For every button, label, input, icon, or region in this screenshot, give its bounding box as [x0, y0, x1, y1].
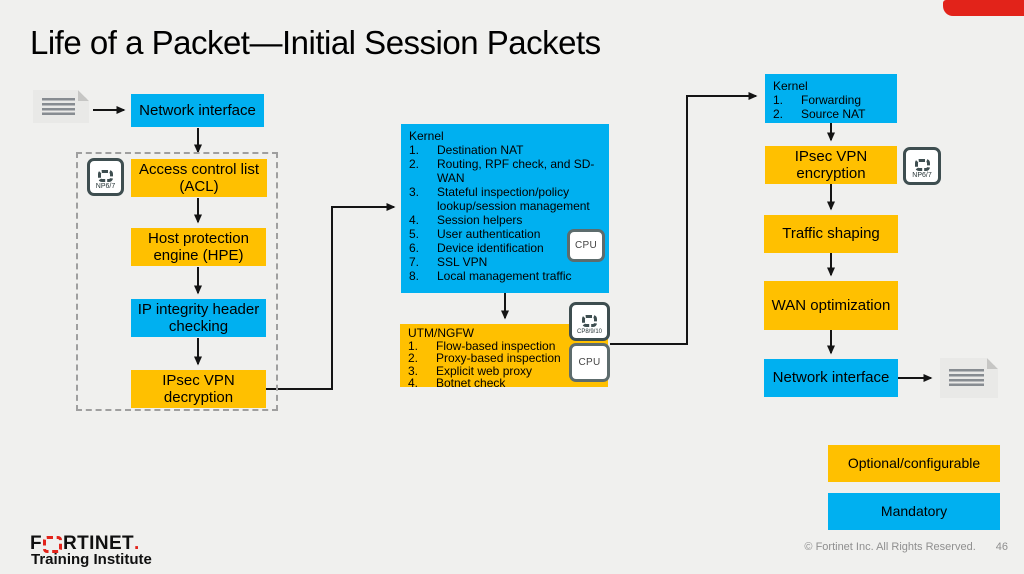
list-item: 4.Session helpers	[409, 213, 523, 227]
cpu-icon-kernel: CPU	[567, 229, 605, 262]
chip-label: CP8/9/10	[576, 329, 603, 335]
list-item: 2.Proxy-based inspection	[408, 351, 561, 365]
chip-label: NP6/7	[912, 172, 932, 179]
list-item: 2.Source NAT	[773, 107, 866, 121]
list-item: 8.Local management traffic	[409, 269, 572, 283]
fortinet-logo: F RTINET.	[30, 533, 140, 555]
page-number: 46	[995, 541, 1008, 553]
flow-box-label: Traffic shaping	[782, 225, 880, 243]
paper-fold	[987, 358, 998, 369]
logo-tagline: Training Institute	[31, 551, 152, 568]
list-item: 3.Explicit web proxy	[408, 363, 533, 378]
flow-box-label: WAN optimization	[771, 296, 891, 314]
list-item: 6.Device identification	[409, 241, 544, 255]
flow-box-label: Access control list (ACL)	[138, 160, 260, 195]
flow-box-ipsec-decryption: IPsec VPN decryption	[131, 370, 266, 408]
flow-box-hpe: Host protection engine (HPE)	[131, 228, 266, 266]
logo-text-rtinet: RTINET	[63, 533, 135, 554]
list-item: 5.User authentication	[409, 227, 541, 241]
logo-text-f: F	[30, 533, 43, 554]
paper-fold	[78, 90, 89, 101]
flow-box-wan-optimization: WAN optimization	[764, 281, 898, 330]
flow-box-label: IPsec VPN decryption	[162, 371, 235, 406]
legend-optional-label: Optional/configurable	[847, 455, 981, 472]
kernel-egress-title: Kernel	[773, 79, 808, 93]
list-item: 4.Botnet check	[408, 376, 506, 390]
flow-box-acl: Access control list (ACL)	[131, 159, 267, 197]
legend-optional: Optional/configurable	[828, 445, 1000, 482]
cp8910-chip-icon: CP8/9/10	[569, 302, 610, 341]
list-item: 1.Forwarding	[773, 93, 862, 107]
flow-box-network-interface-in: Network interface	[131, 94, 264, 127]
list-item: 1.Destination NAT	[409, 143, 524, 157]
np67-chip-icon: NP6/7	[87, 158, 124, 196]
kernel-main-box: Kernel 1.Destination NAT 2.Routing, RPF …	[401, 124, 609, 293]
incoming-packet-icon	[33, 90, 89, 123]
footer: © Fortinet Inc. All Rights Reserved. 46	[804, 541, 1008, 553]
flow-box-label: IP integrity header checking	[137, 300, 260, 335]
paper-lines	[42, 98, 75, 115]
utm-title: UTM/NGFW	[408, 326, 474, 340]
flow-box-label: Network interface	[139, 101, 256, 119]
cpu-label: CPU	[574, 240, 597, 251]
chip-glyph	[98, 170, 113, 182]
flow-box-ip-integrity: IP integrity header checking	[131, 299, 266, 337]
flow-box-label: Host protection engine (HPE)	[148, 229, 249, 264]
outgoing-packet-icon	[940, 358, 998, 398]
flow-box-traffic-shaping: Traffic shaping	[764, 215, 898, 253]
list-item: 3.Stateful inspection/policy lookup/sess…	[409, 185, 590, 213]
connector-utm-to-kernel-egress	[610, 92, 758, 345]
np67-chip-icon-egress: NP6/7	[903, 147, 941, 185]
flow-box-ipsec-encryption: IPsec VPN encryption	[765, 146, 897, 184]
connector-decryption-to-kernel	[266, 203, 396, 390]
flow-box-label: Network interface	[772, 369, 890, 387]
chip-label: NP6/7	[95, 183, 116, 190]
chip-glyph	[582, 315, 597, 327]
fortinet-o-mark-icon	[43, 535, 63, 553]
kernel-egress-box: Kernel 1.Forwarding 2.Source NAT	[765, 74, 897, 123]
red-corner-accent	[943, 0, 1024, 16]
logo-dot: .	[134, 533, 140, 554]
flow-box-label: IPsec VPN encryption	[794, 147, 868, 182]
flow-box-network-interface-out: Network interface	[764, 359, 898, 397]
list-item: 7.SSL VPN	[409, 255, 488, 269]
cpu-label: CPU	[578, 357, 601, 368]
legend-mandatory-label: Mandatory	[880, 503, 948, 520]
page-title: Life of a Packet—Initial Session Packets	[30, 24, 601, 61]
copyright-text: © Fortinet Inc. All Rights Reserved.	[804, 541, 976, 553]
chip-glyph	[914, 159, 930, 171]
paper-lines	[949, 369, 984, 386]
cpu-icon-utm: CPU	[569, 343, 610, 382]
list-item: 2.Routing, RPF check, and SD-WAN	[409, 157, 595, 185]
kernel-main-title: Kernel	[409, 129, 444, 143]
list-item: 1.Flow-based inspection	[408, 338, 556, 353]
acceleration-dashed-group	[76, 152, 278, 411]
legend-mandatory: Mandatory	[828, 493, 1000, 530]
